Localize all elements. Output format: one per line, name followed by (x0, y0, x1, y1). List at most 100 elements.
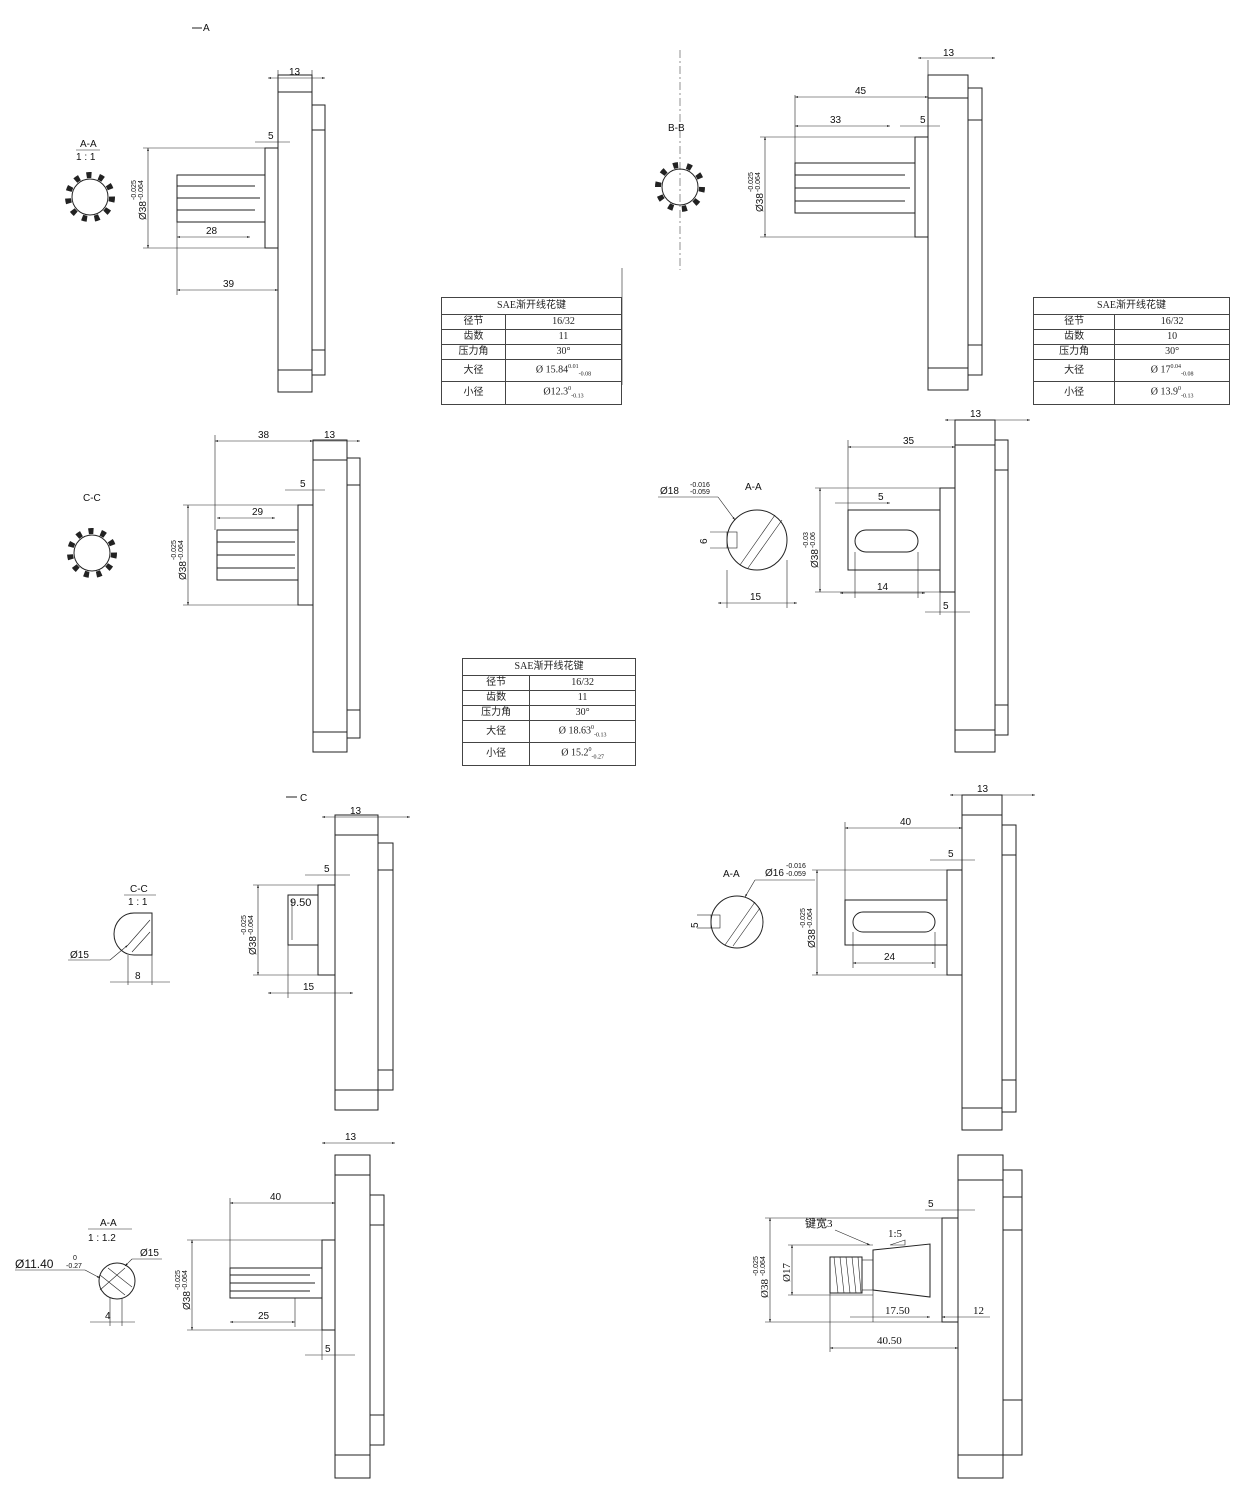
drawing-4: A-A Ø18 -0.016 -0.059 6 15 13 35 5 14 5 (658, 409, 1030, 753)
row-label: 小径 (461, 742, 531, 766)
flange-boss (1001, 824, 1017, 1113)
flange-plate (954, 419, 996, 753)
keyway-slot (854, 529, 919, 553)
flange-boss (377, 842, 394, 1091)
section-scale: 1 : 1 (128, 897, 148, 908)
flange-plate (961, 794, 1003, 1131)
row-label: 压力角 (1032, 344, 1116, 360)
row-value: Ø 15.840.01-0.08 (504, 358, 623, 383)
dim-length: 15 (303, 982, 315, 993)
minor-diameter: Ø11.40 (15, 1257, 54, 1271)
flange-boss (311, 104, 326, 376)
row-label: 径节 (1032, 314, 1116, 330)
tol-lower: -0.13 (571, 393, 584, 400)
taper-ratio: 1:5 (888, 1228, 903, 1240)
shaft-shoulder (321, 1239, 336, 1331)
section-marker: A (203, 23, 210, 34)
tol-upper: -0.025 (175, 1270, 182, 1290)
drawing-5: C C-C 1 : 1 Ø15 8 13 5 9.50 15 Ø38 -0.02… (68, 793, 410, 1111)
tol-lower: -0.064 (807, 908, 814, 928)
tol-upper: 0 (588, 747, 592, 754)
row-value: Ø 15.20-0.27 (529, 742, 636, 766)
flat-shaft-section (113, 912, 153, 956)
spline-section-icon (73, 534, 111, 572)
square-shaft (287, 894, 319, 946)
dim-slot-length: 14 (877, 582, 889, 593)
shaft-shoulder (914, 136, 929, 238)
shaft-shoulder (941, 1217, 959, 1323)
tol-lower: -0.064 (248, 915, 255, 935)
key-width-note: 键宽3 (805, 1216, 833, 1230)
drawing-6: A-A Ø16 -0.016 -0.059 5 13 40 5 24 Ø38 -… (690, 784, 1035, 1131)
section-diameter: Ø15 (70, 950, 89, 961)
flange-boss (346, 457, 361, 739)
table-title: SAE渐开线花键 (1033, 297, 1230, 315)
dim-spline-length: 33 (830, 115, 842, 126)
dim-length: 40 (900, 817, 912, 828)
shaft-shoulder (297, 504, 314, 606)
spline-section-icon (661, 168, 699, 206)
tol-lower: -0.064 (178, 540, 185, 560)
row-value: Ø 13.90-0.13 (1114, 381, 1230, 405)
drawing-1: A 13 5 28 39 Ø38 -0.025 -0.064 A-A 1 : 1 (65, 23, 326, 393)
tol-lower: -0.27 (591, 754, 604, 761)
tol-upper: 0 (1178, 386, 1182, 393)
flange-plate (334, 1154, 371, 1479)
dim-length: 35 (903, 436, 915, 447)
value: Ø 15.2 (561, 747, 589, 759)
tol-upper: -0.03 (803, 532, 810, 548)
tol-lower: -0.06 (810, 532, 817, 548)
dim-diameter: Ø38 (178, 561, 189, 580)
row-label: 小径 (1032, 381, 1116, 405)
shaft-shoulder (317, 884, 336, 976)
row-value: 16/32 (1114, 314, 1230, 330)
row-label: 齿数 (441, 329, 506, 345)
flange-plate (334, 814, 379, 1111)
flange-plate (277, 74, 313, 393)
dim-diameter: Ø38 (807, 929, 818, 948)
dim-diameter: Ø38 (810, 549, 821, 568)
row-label: 大径 (1032, 358, 1116, 383)
flange-boss (967, 87, 983, 376)
dim-flat: 8 (135, 971, 141, 982)
key-tol-lower: -0.059 (786, 871, 806, 878)
tol-upper: 0.01 (568, 364, 579, 370)
row-value: 11 (529, 690, 636, 706)
dim-flange-offset: 12 (973, 1305, 984, 1317)
tapered-shaft (872, 1243, 931, 1298)
dim-total-length: 39 (223, 279, 235, 290)
keyed-shaft (847, 509, 941, 571)
shaft-shoulder (264, 147, 279, 249)
row-value: 30° (529, 705, 636, 721)
row-value: 30° (504, 344, 623, 360)
shaft-shoulder (946, 869, 963, 976)
row-label: 小径 (441, 381, 506, 405)
row-value: 11 (504, 329, 623, 345)
tol-upper: -0.025 (171, 540, 178, 560)
row-value: 30° (1114, 344, 1230, 360)
dim-flange: 13 (350, 806, 362, 817)
row-value: 16/32 (529, 675, 636, 691)
section-label: A-A (100, 1218, 117, 1229)
row-label: 压力角 (461, 705, 531, 721)
value: Ø 17 (1150, 364, 1171, 376)
section-label: A-A (745, 482, 762, 493)
flange-boss (1002, 1169, 1023, 1456)
table-title: SAE渐开线花键 (462, 658, 636, 676)
dim-total-length: 40.50 (877, 1335, 902, 1347)
spline-section-icon (71, 178, 109, 216)
value: Ø 15.84 (535, 364, 569, 376)
drawing-2: B-B 13 45 33 5 Ø38 -0.025 -0.064 (655, 48, 995, 391)
key-tol-lower: -0.059 (690, 489, 710, 496)
dim-key-offset: 5 (878, 492, 884, 503)
